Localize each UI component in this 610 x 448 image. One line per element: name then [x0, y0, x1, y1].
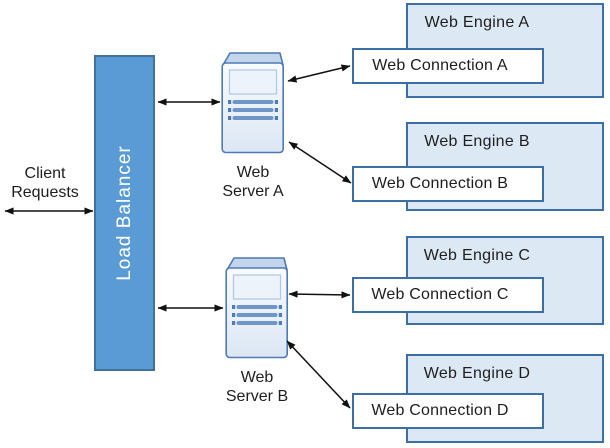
web-server-a-label: Web Server A	[222, 164, 284, 200]
web-connection-a-box: Web Connection A	[352, 48, 544, 84]
web-connection-d-box: Web Connection D	[352, 393, 544, 429]
web-engine-d-title: Web Engine D	[423, 365, 531, 382]
web-engine-b-title: Web Engine B	[424, 133, 530, 150]
web-engine-c-title: Web Engine C	[423, 247, 531, 264]
client-requests-label: Client Requests	[11, 165, 79, 201]
web-connection-b-box: Web Connection B	[352, 166, 544, 202]
arrow-server-a-to-conn-b	[288, 141, 352, 184]
web-server-b-label: Web Server B	[225, 369, 289, 405]
load-balancer-label: Load Balancer	[113, 145, 135, 281]
web-connection-c-box: Web Connection C	[352, 277, 544, 313]
arrow-server-b-to-conn-c	[288, 290, 351, 299]
arrow-server-a-to-conn-a	[287, 64, 351, 83]
load-balancer-box: Load Balancer	[94, 55, 155, 371]
server-tower-icon	[221, 52, 285, 154]
server-tower-icon	[225, 257, 289, 359]
web-engine-a-title: Web Engine A	[424, 14, 530, 31]
